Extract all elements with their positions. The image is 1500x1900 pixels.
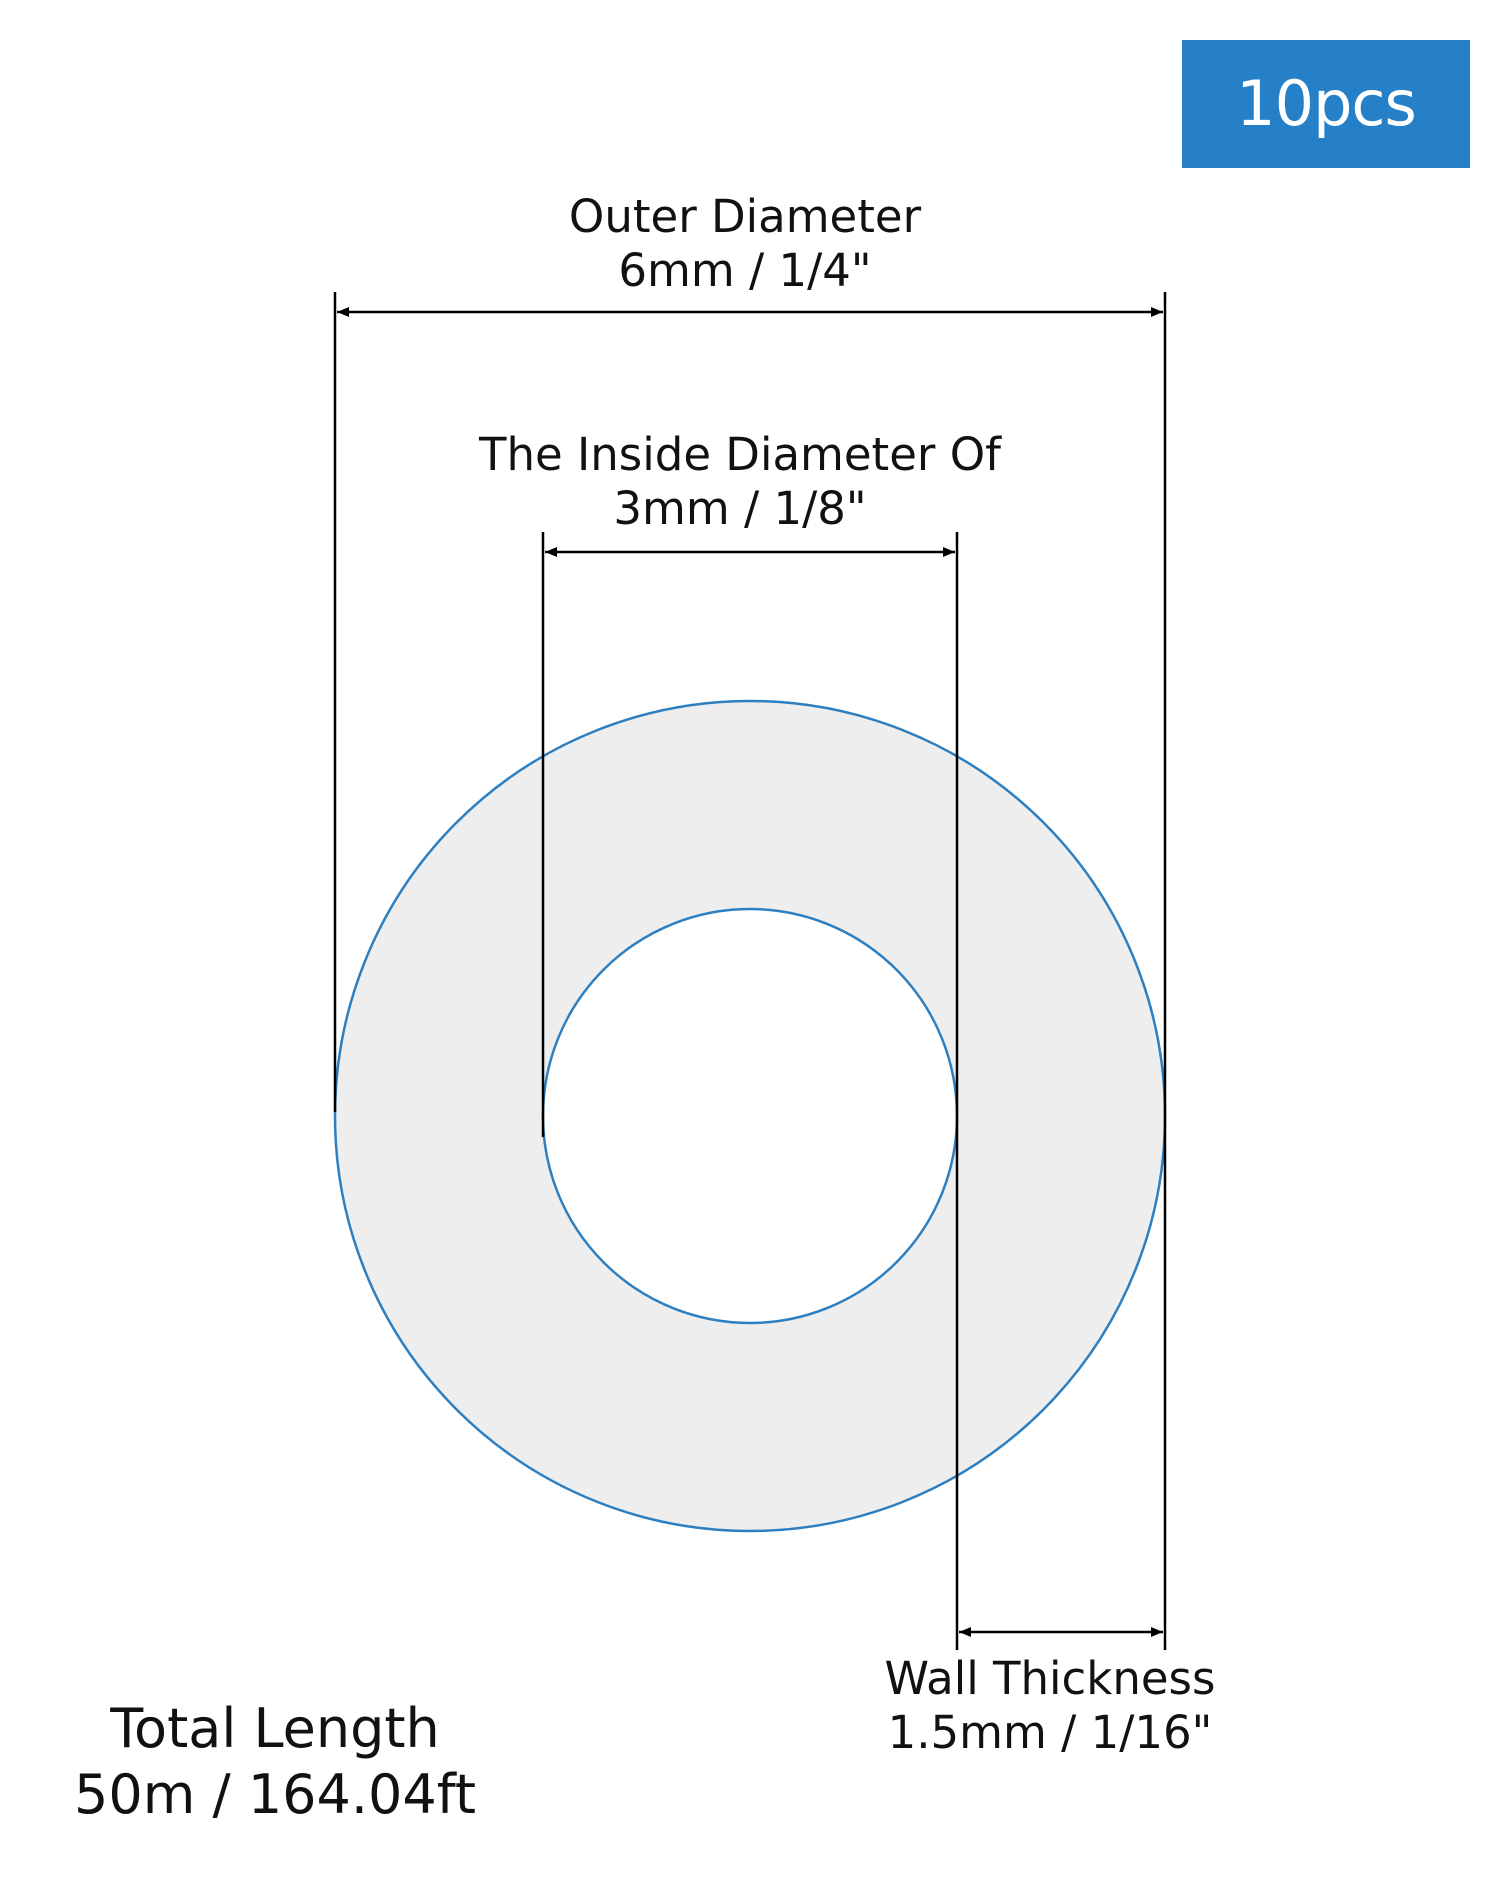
outer-diameter-value: 6mm / 1/4"	[618, 244, 872, 297]
inner-circle	[541, 907, 959, 1325]
tube-wall-ring	[335, 701, 1165, 1531]
total-length-value: 50m / 164.04ft	[73, 1763, 477, 1826]
total-length-title: Total Length	[110, 1697, 440, 1760]
wall-thickness-title: Wall Thickness	[884, 1652, 1216, 1705]
quantity-badge: 10pcs	[1182, 40, 1470, 168]
inside-diameter-label: The Inside Diameter Of 3mm / 1/8"	[440, 428, 1040, 536]
wall-thickness-value: 1.5mm / 1/16"	[887, 1706, 1213, 1759]
inside-diameter-value: 3mm / 1/8"	[613, 482, 867, 535]
outer-diameter-title: Outer Diameter	[568, 190, 922, 243]
outer-diameter-label: Outer Diameter 6mm / 1/4"	[495, 190, 995, 298]
wall-thickness-label: Wall Thickness 1.5mm / 1/16"	[840, 1652, 1260, 1760]
total-length-label: Total Length 50m / 164.04ft	[40, 1696, 510, 1828]
inside-diameter-title: The Inside Diameter Of	[479, 428, 1001, 481]
